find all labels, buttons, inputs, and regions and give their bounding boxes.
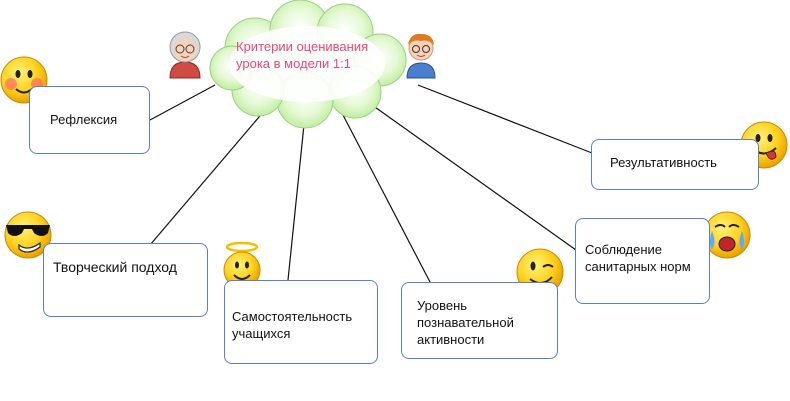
criterion-label: Результативность (610, 155, 717, 170)
criterion-independence-box: Самостоятельность учащихся (224, 280, 378, 364)
criterion-label: Самостоятельность учащихся (232, 309, 353, 341)
criterion-label: Рефлексия (50, 112, 118, 127)
central-cloud (209, 0, 407, 129)
connector-independence (287, 114, 306, 281)
young-man-icon (406, 33, 436, 79)
angel-smiley-icon (223, 241, 261, 289)
connector-reflection (149, 84, 216, 121)
connector-activity (342, 114, 431, 283)
criterion-reflection-box: Рефлексия (29, 86, 150, 154)
criterion-creative-approach-box: Творческий подход (43, 243, 208, 317)
connector-result (417, 84, 593, 154)
crying-smiley-icon (703, 211, 751, 259)
central-topic-title: Критерии оценивания урока в модели 1:1 (236, 39, 369, 71)
connector-lines (149, 84, 593, 283)
criterion-cognitive-activity-box: Уровень познавательной активности (401, 282, 558, 359)
criterion-sanitary-norms-box: Соблюдение санитарных норм (575, 218, 710, 304)
criterion-label: Уровень познавательной активности (417, 298, 514, 347)
sunglasses-smiley-icon (4, 211, 52, 259)
grandmother-icon (169, 31, 201, 79)
criterion-label: Соблюдение санитарных норм (585, 242, 691, 274)
connector-creative (149, 109, 266, 246)
connector-sanitary (371, 104, 577, 251)
criterion-effectiveness-box: Результативность (591, 139, 759, 190)
criterion-label: Творческий подход (53, 259, 177, 275)
